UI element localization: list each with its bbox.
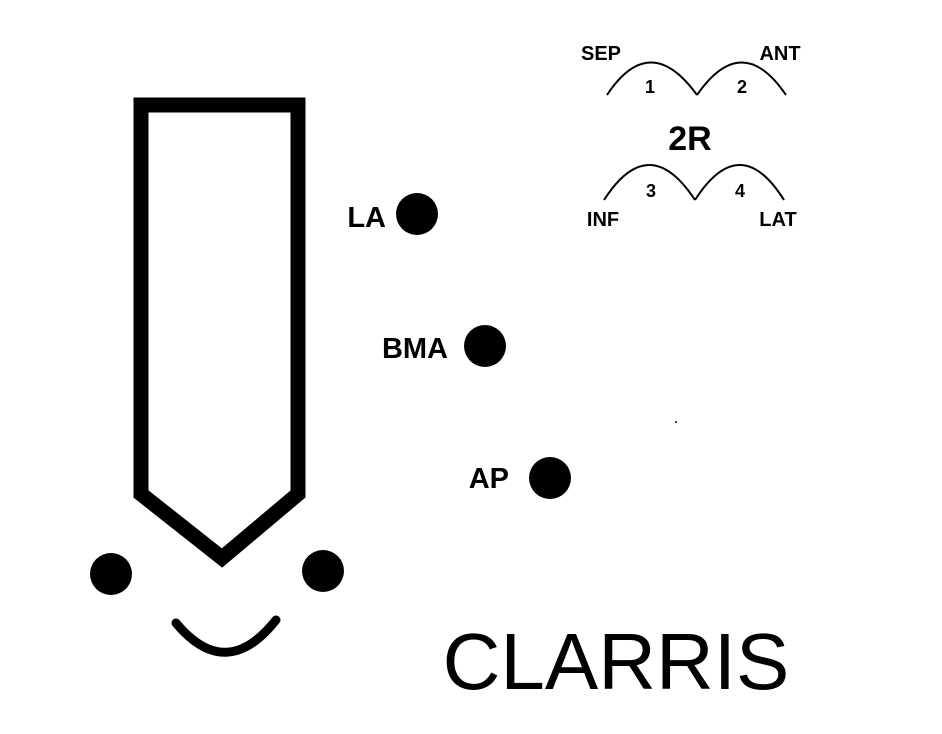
- lower-arc-left: [603, 164, 696, 201]
- segment-4-label: 4: [735, 181, 745, 201]
- segment-2-label: 2: [737, 77, 747, 97]
- la-label: LA: [347, 202, 386, 234]
- center-2r-label: 2R: [668, 120, 711, 158]
- ap-dot: [529, 457, 571, 499]
- title-text: CLARRIS: [443, 617, 790, 706]
- smile-curve: [171, 615, 281, 657]
- speck-dot: [675, 421, 677, 423]
- upper-arc-right: [696, 61, 787, 96]
- segment-1-label: 1: [645, 77, 655, 97]
- bma-label: BMA: [382, 333, 448, 365]
- la-dot: [396, 193, 438, 235]
- ap-label: AP: [469, 463, 509, 495]
- right-eye-dot: [302, 550, 344, 592]
- lower-arc-right: [694, 164, 785, 201]
- left-eye-dot: [90, 553, 132, 595]
- bma-dot: [464, 325, 506, 367]
- segment-3-label: 3: [646, 181, 656, 201]
- inf-label: INF: [587, 209, 619, 231]
- ant-label: ANT: [759, 43, 800, 65]
- arrow-shape: [133, 97, 306, 568]
- upper-arc-left: [606, 61, 698, 96]
- sep-label: SEP: [581, 43, 621, 65]
- lat-label: LAT: [759, 209, 796, 231]
